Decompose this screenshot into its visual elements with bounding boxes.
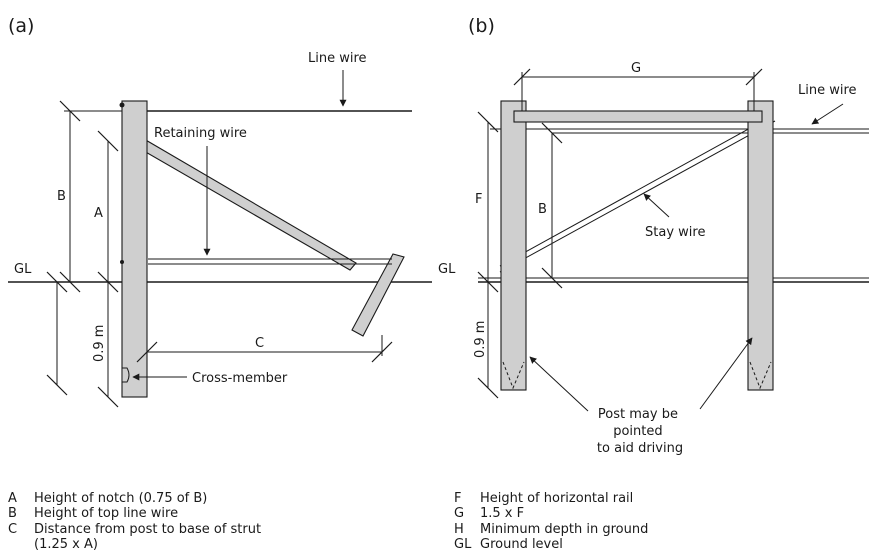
dim-b-tick-bottom-b — [541, 267, 563, 289]
dim-f-tick-top — [477, 111, 499, 133]
post-point-left — [502, 361, 525, 390]
stay-wire-2 — [499, 120, 776, 273]
legend-key: G — [454, 506, 465, 522]
legend-key: GL — [454, 536, 472, 552]
dim-b-label-a: B — [57, 189, 66, 204]
legend-desc: Height of horizontal rail — [480, 491, 634, 506]
gl-label-a: GL — [14, 262, 32, 277]
wire-fixing-low — [120, 260, 124, 264]
legend-desc: 1.5 x F — [480, 506, 525, 522]
post-b-left — [500, 100, 527, 391]
post-a — [121, 100, 148, 398]
legend-left: A Height of notch (0.75 of B) B Height of … — [8, 491, 261, 552]
dim-a-label: A — [94, 206, 103, 221]
panel-b: (b) G Line wire F — [438, 15, 869, 456]
legend-row: C Distance from post to base of strut — [8, 522, 261, 537]
dim-b-tick-bottom — [59, 271, 81, 293]
legend-desc: Height of notch (0.75 of B) — [34, 491, 208, 506]
legend-row: GL Ground level — [454, 537, 648, 552]
legend-key: H — [454, 521, 464, 537]
stay-wire-1 — [499, 115, 773, 267]
post-note-arrow-left — [529, 356, 589, 412]
dim-g-label: G — [631, 61, 641, 76]
cross-member-label: Cross-member — [192, 371, 288, 386]
strut — [136, 138, 357, 271]
post-point-right — [749, 361, 772, 390]
wire-fixing-top — [119, 102, 125, 108]
legend-row: B Height of top line wire — [8, 506, 261, 521]
legend-key — [8, 537, 34, 552]
dim-c-label: C — [255, 336, 264, 351]
legend-row: G 1.5 x F — [454, 506, 648, 521]
dim-a-tick-top — [97, 130, 119, 152]
legend-right: F Height of horizontal rail G 1.5 x F H Min… — [454, 491, 648, 552]
legend-desc: (1.25 x A) — [34, 536, 98, 552]
retaining-wire-label: Retaining wire — [154, 126, 247, 141]
legend-row: A Height of notch (0.75 of B) — [8, 491, 261, 506]
cross-member-block — [121, 367, 130, 383]
legend-desc: Ground level — [480, 536, 563, 552]
dim-c-tick-left — [136, 341, 158, 363]
gl-label-b: GL — [438, 262, 456, 277]
strut-stake — [351, 253, 405, 337]
legend-key: C — [8, 521, 18, 537]
post-note-arrow-right — [699, 337, 753, 410]
depth-label-a: 0.9 m — [92, 325, 107, 362]
legend-desc: Distance from post to base of strut — [34, 521, 262, 537]
depth-label-b: 0.9 m — [473, 321, 488, 358]
depth-outer-tick-top — [46, 271, 68, 293]
post-note-line-2: pointed — [613, 424, 662, 439]
depth-tick-bottom-a — [97, 386, 119, 408]
legend-row: F Height of horizontal rail — [454, 491, 648, 506]
dim-b-tick-top-b — [541, 122, 563, 144]
legend-desc: Minimum depth in ground — [480, 521, 649, 537]
line-wire-label-a: Line wire — [308, 51, 367, 66]
stay-wire-label: Stay wire — [645, 225, 705, 240]
line-wire-arrow-b — [811, 103, 844, 125]
stay-wire-arrow — [643, 193, 670, 218]
post-note-line-3: to aid driving — [597, 441, 683, 456]
depth-outer-tick-bottom — [46, 374, 68, 396]
panel-a: (a) Line wire Retaining wire B — [8, 15, 432, 408]
post-note-line-1: Post may be — [598, 407, 678, 422]
dim-f-label: F — [475, 192, 482, 207]
legend-row: (1.25 x A) — [8, 537, 261, 552]
dim-b-label-b: B — [538, 202, 547, 217]
depth-tick-bottom-b — [477, 377, 499, 399]
legend-row: H Minimum depth in ground — [454, 522, 648, 537]
legend-desc: Height of top line wire — [34, 506, 179, 522]
panel-a-label: (a) — [8, 15, 34, 37]
horizontal-rail — [513, 110, 763, 123]
panel-b-label: (b) — [468, 15, 495, 37]
legend-key: B — [8, 506, 17, 522]
post-note: Post may be pointed to aid driving — [597, 407, 683, 456]
line-wire-label-b: Line wire — [798, 83, 857, 98]
legend-key: F — [454, 491, 462, 506]
legend-key: A — [8, 491, 17, 506]
post-b-right — [747, 100, 774, 391]
